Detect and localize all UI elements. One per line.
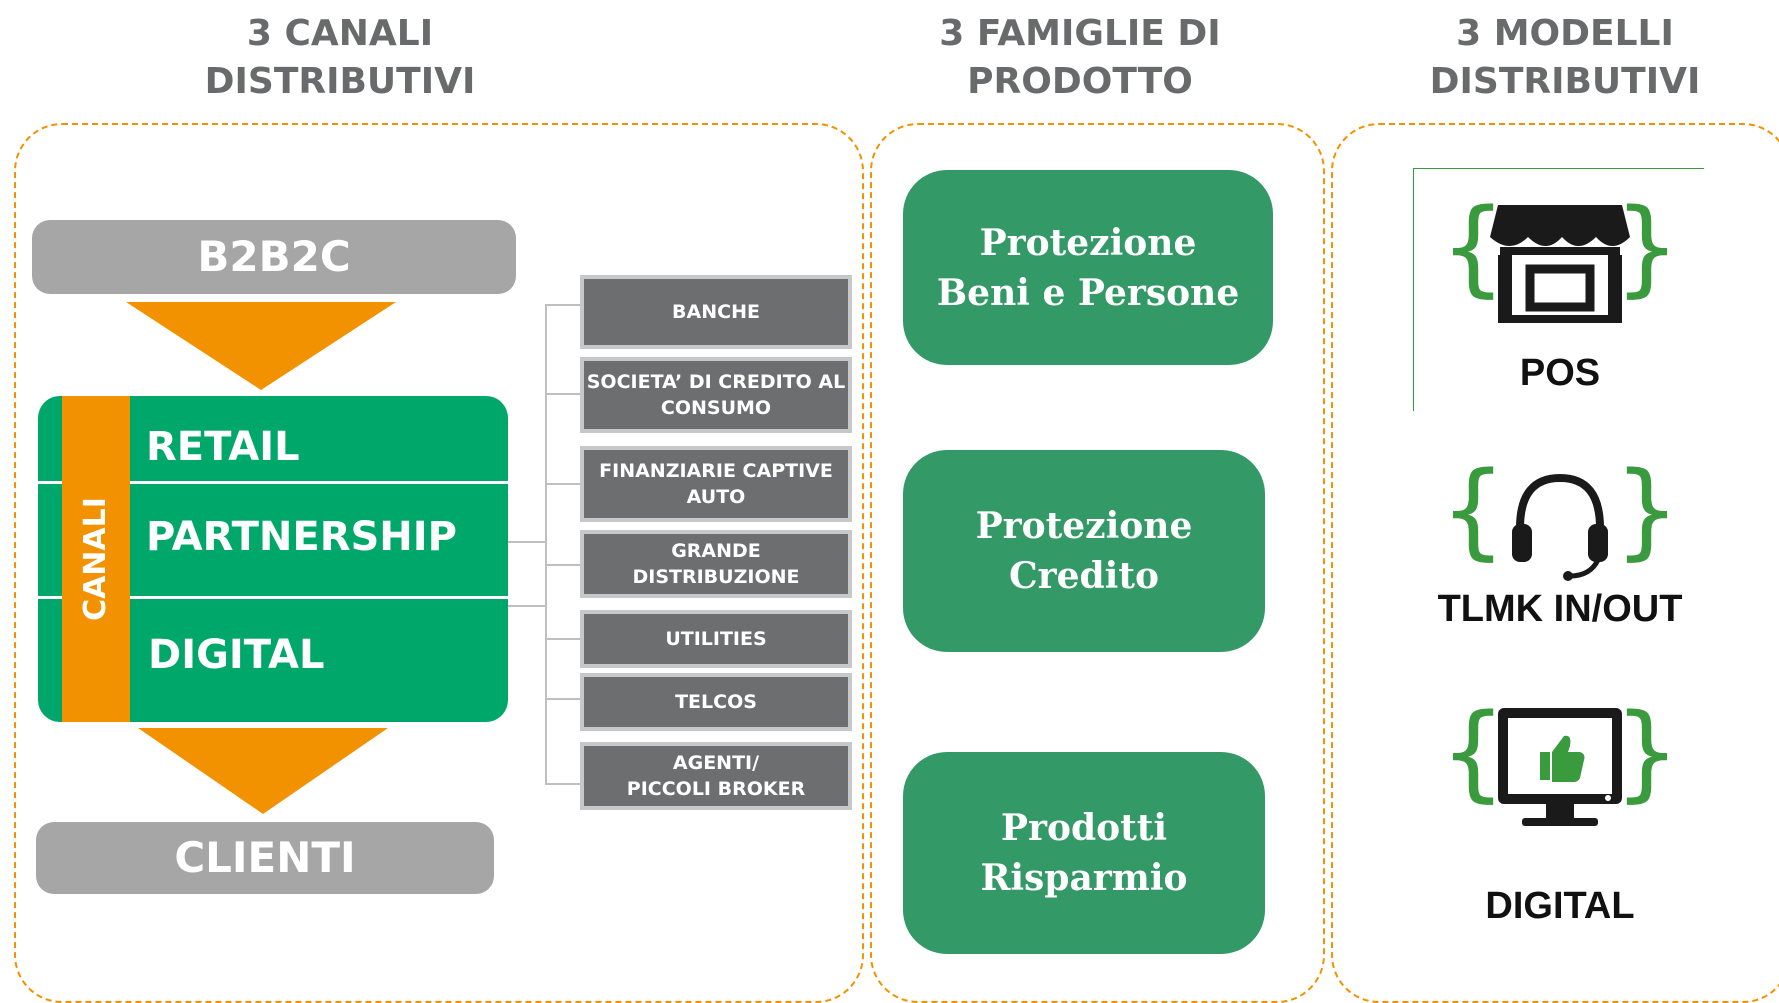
connector-line: [545, 304, 547, 784]
connector-line: [545, 783, 583, 785]
channels-block: CANALI RETAIL PARTNERSHIP DIGITAL: [38, 396, 508, 722]
connector-line: [508, 541, 546, 543]
channel-retail: RETAIL: [146, 424, 300, 470]
left-brace-icon: {: [1440, 691, 1507, 813]
right-brace-icon: }: [1613, 449, 1680, 571]
row-divider: [38, 596, 508, 599]
partner-captive-auto: FINANZIARIE CAPTIVE AUTO: [580, 446, 852, 522]
model-tlmk-label: TLMK IN/OUT: [1437, 588, 1683, 630]
channel-partnership: PARTNERSHIP: [146, 514, 457, 560]
partner-banche: BANCHE: [580, 275, 852, 349]
partner-grande-distribuzione: GRANDE DISTRIBUZIONE: [580, 530, 852, 598]
product-risparmio: Prodotti Risparmio: [903, 752, 1265, 954]
connector-line: [508, 605, 546, 607]
channel-digital: DIGITAL: [148, 632, 325, 678]
arrow-down-icon: [138, 728, 388, 814]
product-protezione-beni: Protezione Beni e Persone: [903, 170, 1273, 365]
model-digital-label: DIGITAL: [1485, 885, 1635, 927]
clienti-label: CLIENTI: [36, 822, 494, 894]
left-brace-icon: {: [1440, 186, 1507, 308]
connector-line: [545, 393, 583, 395]
partner-credito-consumo: SOCIETA’ DI CREDITO AL CONSUMO: [580, 357, 852, 433]
right-brace-icon: }: [1613, 186, 1680, 308]
b2b2c-label: B2B2C: [32, 220, 516, 294]
partner-utilities: UTILITIES: [580, 610, 852, 668]
canali-vertical-label: CANALI: [78, 497, 113, 621]
monitor-thumbs-up-icon: { }: [1440, 700, 1680, 870]
pos-frame: [1413, 168, 1704, 411]
row-divider: [38, 481, 508, 484]
connector-line: [545, 698, 583, 700]
canali-title: 3 CANALI DISTRIBUTIVI: [204, 13, 476, 102]
famiglie-title: 3 FAMIGLIE DI PRODOTTO: [939, 13, 1221, 102]
headset-icon: { }: [1440, 458, 1680, 588]
connector-line: [545, 483, 583, 485]
arrow-down-icon: [126, 302, 396, 390]
canali-vertical-bar: [62, 396, 130, 722]
store-icon: { }: [1440, 195, 1680, 345]
connector-line: [545, 564, 583, 566]
partner-telcos: TELCOS: [580, 673, 852, 731]
model-pos-label: POS: [1519, 352, 1601, 394]
product-protezione-credito: Protezione Credito: [903, 450, 1265, 652]
partner-agenti-broker: AGENTI/ PICCOLI BROKER: [580, 742, 852, 810]
connector-line: [545, 304, 583, 306]
connector-line: [545, 638, 583, 640]
modelli-title: 3 MODELLI DISTRIBUTIVI: [1429, 13, 1701, 102]
right-brace-icon: }: [1613, 691, 1680, 813]
left-brace-icon: {: [1440, 449, 1507, 571]
